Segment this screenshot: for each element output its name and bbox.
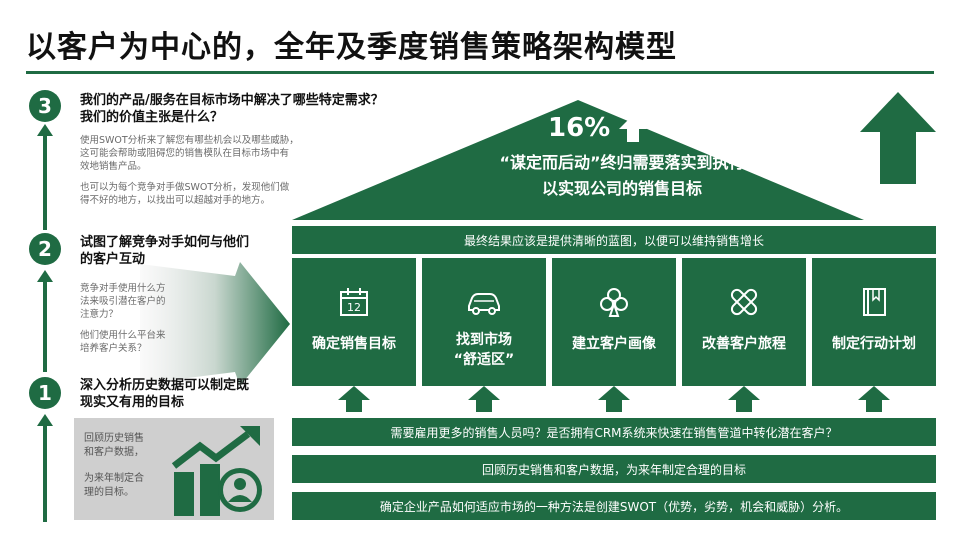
card-customer-profile: 建立客户画像 bbox=[552, 258, 676, 386]
history-data-line: 和客户数据， bbox=[84, 447, 144, 458]
card-label-line1: 找到市场 bbox=[456, 332, 512, 348]
history-data-line: 为来年制定合 bbox=[84, 473, 144, 484]
step-1-heading-line1: 深入分析历史数据可以制定既 bbox=[80, 378, 250, 393]
step-1-badge: 1 bbox=[29, 377, 61, 409]
growth-chart-icon bbox=[171, 426, 262, 516]
calendar-icon: 12 bbox=[340, 288, 368, 316]
swot-bar: 确定企业产品如何适应市场的一种方法是创建SWOT（优势，劣势，机会和威胁）分析。 bbox=[292, 492, 936, 520]
step-2-desc-line: 培养客户关系？ bbox=[80, 343, 147, 354]
book-icon bbox=[863, 288, 886, 316]
history-data-text: 回顾历史销售 和客户数据， 为来年制定合 理的目标。 bbox=[84, 432, 144, 500]
step-2-heading-line2: 的客户互动 bbox=[80, 252, 146, 267]
step-3-heading-line2: 我们的价值主张是什么？ bbox=[80, 110, 224, 125]
step-2-desc-line: 竞争对手使用什么方 bbox=[80, 283, 166, 294]
card-label: 确定销售目标 bbox=[312, 336, 396, 352]
step-3-desc-line: 这可能会帮助或阻碍您的销售模队在目标市场中有 bbox=[80, 148, 290, 159]
roof-line-2: 以实现公司的销售目标 bbox=[541, 179, 702, 198]
up-arrow-icon bbox=[619, 115, 648, 142]
step-2-desc-line: 注意力？ bbox=[80, 309, 119, 320]
title-divider bbox=[26, 71, 934, 74]
step-2-heading-line1: 试图了解竞争对手如何与他们 bbox=[80, 235, 250, 250]
step-1-heading-line2: 现实又有用的目标 bbox=[80, 395, 185, 410]
card-customer-journey: 改善客户旅程 bbox=[682, 258, 806, 386]
step-3-desc-line: 使用SWOT分析来了解您有哪些机会以及哪些威胁， bbox=[80, 135, 299, 146]
history-data-line: 回顾历史销售 bbox=[84, 433, 144, 444]
history-data-line: 理的目标。 bbox=[84, 487, 134, 498]
step-3-badge: 3 bbox=[29, 90, 61, 122]
card-label: 制定行动计划 bbox=[832, 336, 916, 352]
step-1-heading: 深入分析历史数据可以制定既 现实又有用的目标 bbox=[80, 377, 249, 411]
card-action-plan: 制定行动计划 bbox=[812, 258, 936, 386]
step-2-badge: 2 bbox=[29, 233, 61, 265]
step-3-desc-line: 得不好的地方，以找出可以超越对手的地方。 bbox=[80, 195, 271, 206]
roof-text: “谋定而后动”终归需要落实到执行 以实现公司的销售目标 bbox=[432, 150, 812, 202]
card-label: 建立客户画像 bbox=[572, 336, 656, 352]
roof-stat: 16% bbox=[548, 110, 668, 146]
page-title: 以客户为中心的，全年及季度销售策略架构模型 bbox=[26, 30, 677, 65]
crm-question-bar: 需要雇用更多的销售人员吗？是否拥有CRM系统来快速在销售管道中转化潜在客户？ bbox=[292, 418, 936, 446]
car-icon bbox=[468, 293, 500, 315]
big-up-arrow-icon bbox=[860, 92, 936, 184]
club-icon bbox=[600, 288, 628, 317]
svg-text:12: 12 bbox=[347, 301, 361, 314]
step-3-heading-line1: 我们的产品/服务在目标市场中解决了哪些特定需求？ bbox=[80, 93, 384, 108]
card-label: 找到市场 “舒适区” bbox=[422, 330, 546, 370]
step-2-desc-line: 法来吸引潜在客户的 bbox=[80, 296, 166, 307]
blueprint-bar: 最终结果应该是提供清晰的蓝图，以便可以维持销售增长 bbox=[292, 226, 936, 254]
roof-line-1: “谋定而后动”终归需要落实到执行 bbox=[499, 153, 745, 172]
bandage-icon bbox=[730, 288, 758, 316]
step-3-description: 使用SWOT分析来了解您有哪些机会以及哪些威胁， 这可能会帮助或阻碍您的销售模队… bbox=[80, 134, 299, 207]
step-3-desc-line: 效地销售产品。 bbox=[80, 161, 147, 172]
step-2-desc-line: 他们使用什么平台来 bbox=[80, 330, 166, 341]
step-2-heading: 试图了解竞争对手如何与他们 的客户互动 bbox=[80, 234, 249, 268]
support-arrows bbox=[338, 386, 890, 412]
step-3-heading: 我们的产品/服务在目标市场中解决了哪些特定需求？ 我们的价值主张是什么？ bbox=[80, 92, 384, 126]
card-label: 改善客户旅程 bbox=[702, 336, 786, 352]
funnel-arrow bbox=[140, 262, 290, 386]
card-label-line2: “舒适区” bbox=[453, 352, 515, 368]
step-2-description: 竞争对手使用什么方 法来吸引潜在客户的 注意力？ 他们使用什么平台来 培养客户关… bbox=[80, 282, 166, 355]
card-comfort-zone: 找到市场 “舒适区” bbox=[422, 258, 546, 386]
step-3-desc-line: 也可以为每个竞争对手做SWOT分析，发现他们做 bbox=[80, 182, 290, 193]
timeline-arrows bbox=[37, 124, 53, 522]
card-sales-target: 12 确定销售目标 bbox=[292, 258, 416, 386]
roof-triangle bbox=[292, 100, 864, 220]
history-review-bar: 回顾历史销售和客户数据，为来年制定合理的目标 bbox=[292, 455, 936, 483]
roof-percent: 16% bbox=[548, 113, 611, 143]
